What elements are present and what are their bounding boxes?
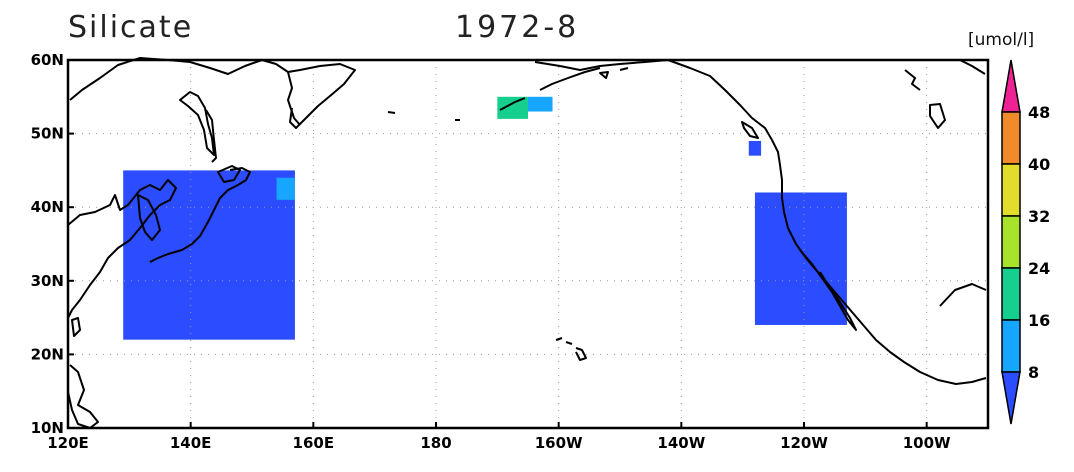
coastlines: [67, 57, 987, 429]
colorbar-label: 24: [1028, 259, 1050, 278]
coast-na-west: [771, 139, 987, 385]
coast-kamchatka: [287, 63, 356, 129]
colorbar-label: 32: [1028, 207, 1050, 226]
coast-taiwan: [71, 317, 81, 337]
colorbar-bottom-cap: [1001, 371, 1021, 425]
x-tick-label: 120E: [47, 434, 89, 452]
colorbar-segment: [1001, 267, 1021, 321]
colorbar-segment: [1001, 319, 1021, 373]
y-tick-label: 20N: [31, 345, 64, 363]
y-tick-label: 40N: [31, 198, 64, 216]
data-region-2: [497, 96, 528, 119]
data-region-4: [748, 140, 762, 156]
colorbar-segment: [1001, 215, 1021, 269]
coast-okhotsk: [179, 91, 215, 156]
x-tick-label: 160W: [535, 434, 583, 452]
coast-aleutian-islands: [599, 67, 629, 79]
data-region-3: [528, 96, 553, 112]
x-tick-label: 120W: [780, 434, 828, 452]
data-region-0: [123, 170, 295, 340]
coast-vancouver: [741, 121, 759, 139]
colorbar-label: 8: [1028, 363, 1039, 382]
coast-china: [67, 179, 177, 319]
x-tick-label: 180: [420, 434, 451, 452]
y-tick-label: 30N: [31, 272, 64, 290]
frame-border: [66, 58, 990, 430]
coast-sakhalin: [205, 109, 217, 163]
colorbar-segment: [1001, 163, 1021, 217]
colorbar-label: 48: [1028, 103, 1050, 122]
coast-japan: [149, 167, 251, 263]
x-tick-label: 140E: [170, 434, 212, 452]
y-tick-label: 50N: [31, 125, 64, 143]
coast-alaska: [534, 59, 773, 141]
coast-hokkaido: [217, 165, 241, 183]
x-tick-label: 100W: [903, 434, 951, 452]
plot-frame: [66, 58, 990, 430]
coast-aleutians: [387, 67, 601, 121]
period-label: 1972-8: [455, 10, 580, 45]
coast-baja: [799, 249, 857, 331]
colorbar-segment: [1001, 111, 1021, 165]
coast-hudson: [959, 59, 986, 75]
units-label: [umol/l]: [968, 30, 1035, 50]
y-axis-ticks: 10N 20N 30N 40N 50N 60N: [31, 51, 74, 437]
data-cells: [123, 96, 847, 340]
data-region-5: [754, 192, 847, 325]
colorbar-label: 40: [1028, 155, 1050, 174]
colorbar: 8 16 24 32 40 48: [1001, 59, 1050, 425]
data-region-1: [276, 177, 295, 200]
y-tick-label: 60N: [31, 51, 64, 69]
coast-hawaii: [555, 337, 587, 361]
x-tick-label: 140W: [657, 434, 705, 452]
x-tick-label: 160E: [293, 434, 335, 452]
colorbar-label: 16: [1028, 311, 1050, 330]
coast-asia-north: [69, 57, 301, 126]
coast-gulf-mexico: [939, 283, 987, 307]
x-axis-ticks: 120E 140E 160E 180 160W 140W 120W 100W: [47, 422, 951, 452]
coast-korea: [137, 194, 161, 241]
colorbar-top-cap: [1001, 59, 1021, 113]
y-tick-label: 10N: [31, 419, 64, 437]
coast-philippines: [67, 364, 99, 429]
coast-na-north: [904, 69, 946, 129]
map-title: Silicate: [68, 10, 194, 45]
